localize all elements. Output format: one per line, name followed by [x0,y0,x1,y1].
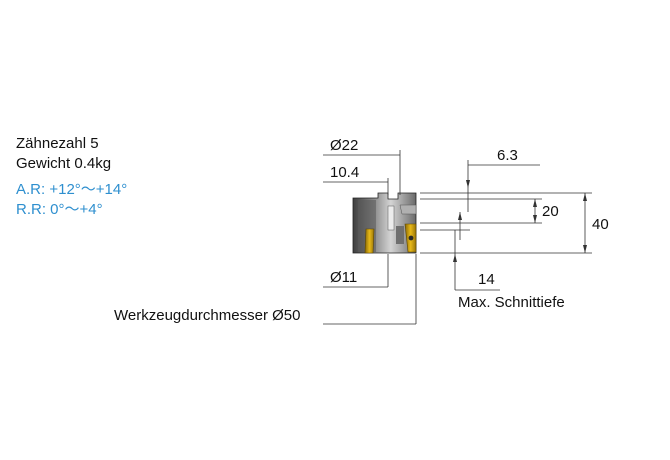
keyway-width-label: 10.4 [330,164,359,181]
total-height-label: 40 [592,216,609,233]
dimension-lines [323,150,592,325]
tool-diameter-label: Werkzeugdurchmesser Ø50 [114,307,300,324]
radial-rake-label: R.R: 0°～+4° [16,201,103,218]
body-height-label: 20 [542,203,559,220]
counterbore-diameter-label: Ø11 [330,269,357,286]
dimension-arrows [453,180,587,262]
bore-diameter-label: Ø22 [330,137,358,154]
max-depth-label: 14 [478,271,495,288]
weight-label: Gewicht 0.4kg [16,155,112,172]
axial-rake-label: A.R: +12°～+14° [16,181,128,198]
insert-right [404,223,417,253]
insert-left [364,228,375,254]
insert-offset-label: 6.3 [497,147,518,164]
max-depth-caption: Max. Schnittiefe [458,294,565,311]
teeth-count-label: Zähnezahl 5 [16,135,99,152]
cutter-body [352,192,417,254]
